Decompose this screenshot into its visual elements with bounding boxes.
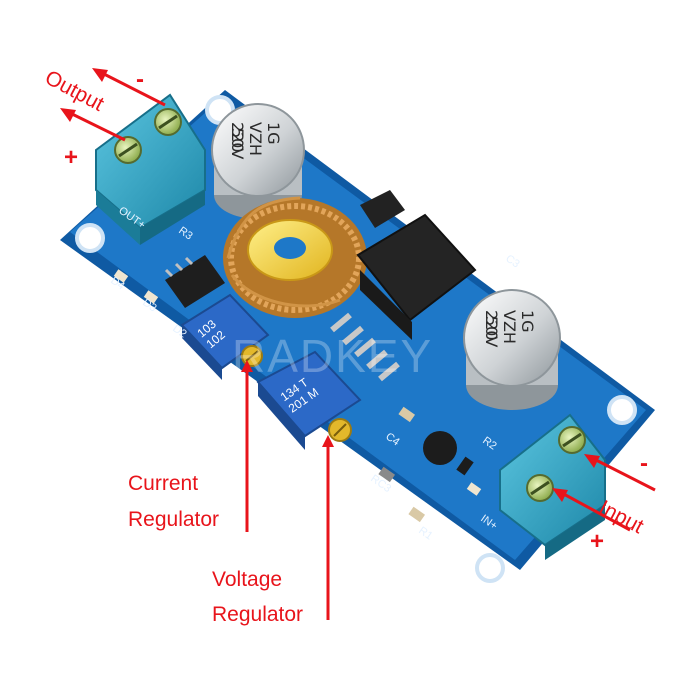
input-minus-sign: - [640,450,648,477]
voltage-regulator-label-line1: Voltage [212,568,283,591]
input-terminal-block [499,413,606,560]
output-minus-sign: - [136,66,144,93]
mount-hole-icon [475,553,505,583]
capacitor-2-text: 220 [482,310,501,341]
trimmer-current: 103 102 [180,293,270,380]
annotation-arrows [60,68,656,620]
regulator-ic [330,190,477,382]
capacitor-1-text: 50V [228,128,247,159]
transistor-icon [423,431,457,465]
trimmer-voltage: 134 T 201 M [256,350,362,450]
capacitor-2-text: 50V [482,316,501,347]
capacitor-1-text: 220 [228,122,247,153]
smd-chip [164,255,225,308]
output-plus-sign: + [64,144,79,171]
smd-parts [113,269,482,523]
capacitor-2-text: VZH [500,310,519,344]
capacitor-2: 1G VZH 220 50V [463,289,561,410]
watermark: RADKEY [232,330,433,382]
silk-r1-label: R1 [416,525,434,543]
current-regulator-label-line1: Current [128,472,199,495]
input-plus-sign: + [590,528,605,555]
capacitor-1-text: VZH [246,122,265,156]
capacitor-1-text: 1G [264,122,283,145]
silk-c3-label: C3 [503,253,521,271]
output-terminal-block [95,93,206,245]
toroid-inductor [223,196,367,318]
capacitor-2-text: 1G [518,310,537,333]
mount-hole-icon [607,395,637,425]
voltage-regulator-label-line2: Regulator [212,603,304,626]
mount-hole-icon [75,223,105,253]
current-regulator-label-line2: Regulator [128,508,220,531]
